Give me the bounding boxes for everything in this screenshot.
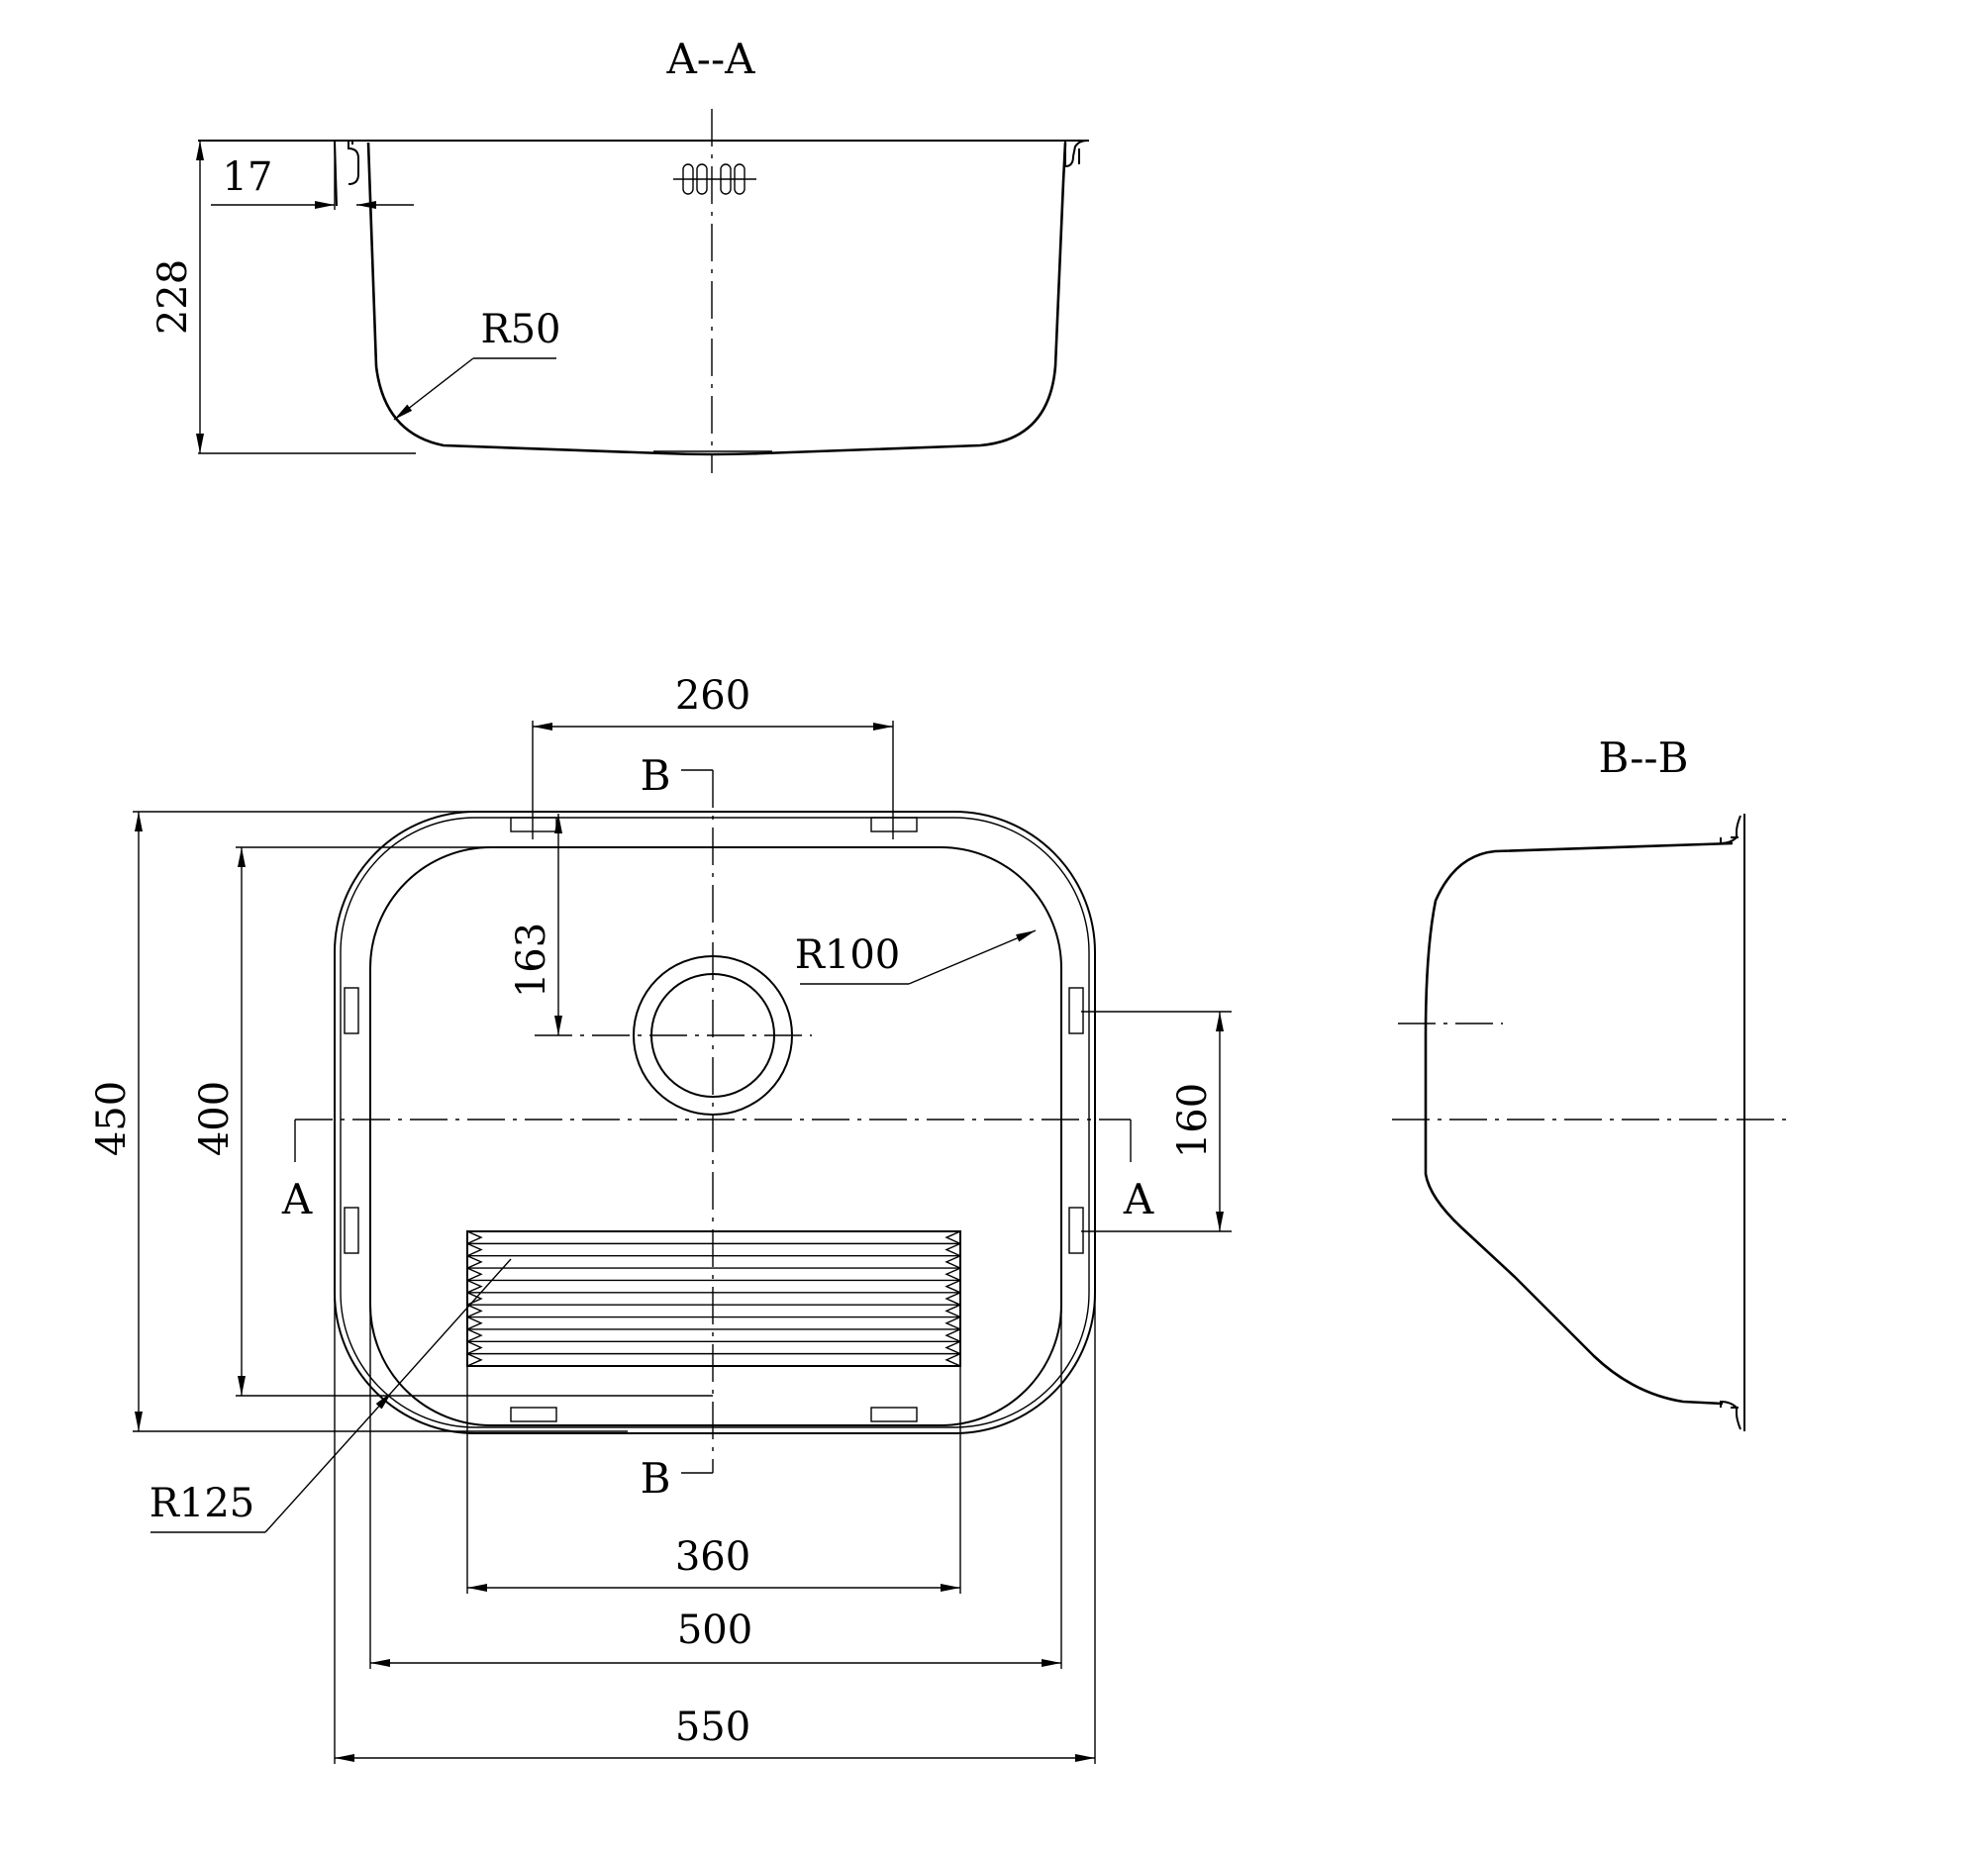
dim-228-label: 228 <box>150 259 196 335</box>
dim-360-label: 360 <box>675 1534 750 1580</box>
washboard-frame <box>466 1230 961 1367</box>
section-marker-a-left: A <box>281 1175 313 1223</box>
aa-bowl-outline <box>366 142 1067 456</box>
aa-left-clip <box>334 140 359 207</box>
washboard-rib-end <box>466 1279 961 1294</box>
dim-r125-leader <box>264 1391 393 1533</box>
section-marker-a-right: A <box>1123 1175 1154 1223</box>
dim-500-label: 500 <box>677 1608 752 1653</box>
section-aa-view: A--A 228 17 R50 <box>150 35 1089 473</box>
washboard-rib-end <box>466 1267 961 1282</box>
plan-washboard <box>466 1230 961 1367</box>
dim-160-label: 160 <box>1170 1083 1216 1158</box>
washboard-rib-end <box>466 1340 961 1355</box>
dim-450-label: 450 <box>89 1081 135 1156</box>
washboard-ribs <box>466 1230 961 1367</box>
aa-r50-leader <box>393 357 474 421</box>
washboard-rib-end <box>466 1304 961 1318</box>
plan-clips <box>344 817 1084 1422</box>
plan-outer-flange <box>334 811 1096 1434</box>
plan-view: A A B B 260 163 R100 450 400 160 <box>89 673 1232 1764</box>
dim-260-label: 260 <box>675 673 750 719</box>
dim-550-label: 550 <box>675 1705 750 1750</box>
bb-bowl-profile <box>1424 841 1734 1406</box>
section-marker-b-bottom: B <box>641 1454 671 1503</box>
plan-inner-bowl <box>369 846 1062 1426</box>
aa-overflow-slots <box>673 163 756 195</box>
washboard-rib-end <box>466 1352 961 1367</box>
washboard-rib-end <box>466 1255 961 1269</box>
dim-163-label: 163 <box>509 923 554 998</box>
dim-r100-leader <box>908 929 1037 985</box>
section-aa-title: A--A <box>665 35 755 83</box>
section-marker-b-top: B <box>641 751 671 800</box>
dim-r100-label: R100 <box>795 932 900 978</box>
washboard-rib-end <box>466 1316 961 1330</box>
plan-outer-flange-inner <box>340 817 1090 1428</box>
washboard-rib-end <box>466 1230 961 1245</box>
washboard-rib-end <box>466 1292 961 1306</box>
bb-top-clip <box>1720 815 1741 845</box>
section-bb-title: B--B <box>1599 733 1689 782</box>
dim-17-label: 17 <box>223 154 273 200</box>
dim-r125-label: R125 <box>149 1481 254 1526</box>
washboard-rib-end <box>466 1328 961 1342</box>
dim-r50-label: R50 <box>480 307 560 352</box>
washboard-rib-end <box>466 1242 961 1257</box>
dim-400-label: 400 <box>192 1081 238 1156</box>
bb-bottom-clip <box>1720 1400 1741 1430</box>
dim-r125-leader-ext <box>391 1258 512 1393</box>
aa-right-clip <box>1064 140 1088 168</box>
section-bb-view: B--B <box>1392 733 1794 1431</box>
